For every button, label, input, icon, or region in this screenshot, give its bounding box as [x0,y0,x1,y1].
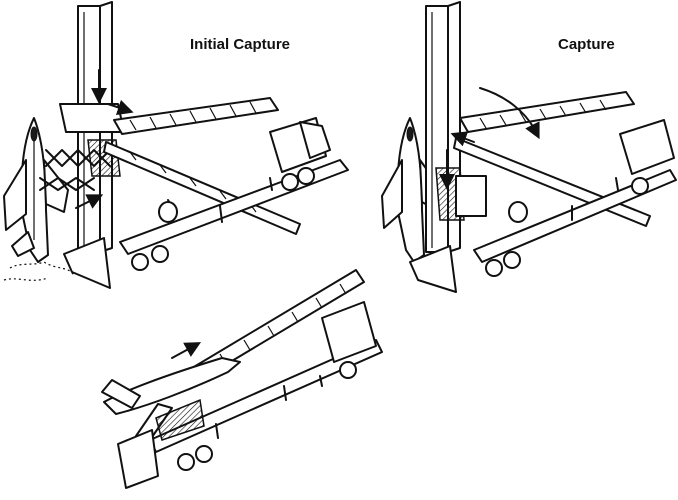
panel-transport [101,269,383,489]
panel-initial-capture [3,1,349,289]
stabilizer-plate [409,245,457,293]
transporter-truck [119,117,349,271]
panel-title-capture: Capture [558,36,615,53]
mast-carriage [59,103,125,133]
stabilizer-plate [117,429,159,489]
arrow-left [450,131,475,147]
panel-title-initial-capture: Initial Capture [190,36,291,53]
lattice-boom [103,97,301,235]
arrow-right [107,99,134,116]
aircraft-drone [3,117,75,281]
panel-capture [381,1,677,293]
arrow-up-right [75,194,104,209]
transporter-truck [473,119,677,277]
stabilizer-plate [63,237,111,289]
aircraft-drone [101,357,241,441]
capture-frame [455,175,487,217]
arrow-up-right [171,342,202,359]
transporter-truck [149,301,383,471]
arrow-curved [479,87,540,140]
